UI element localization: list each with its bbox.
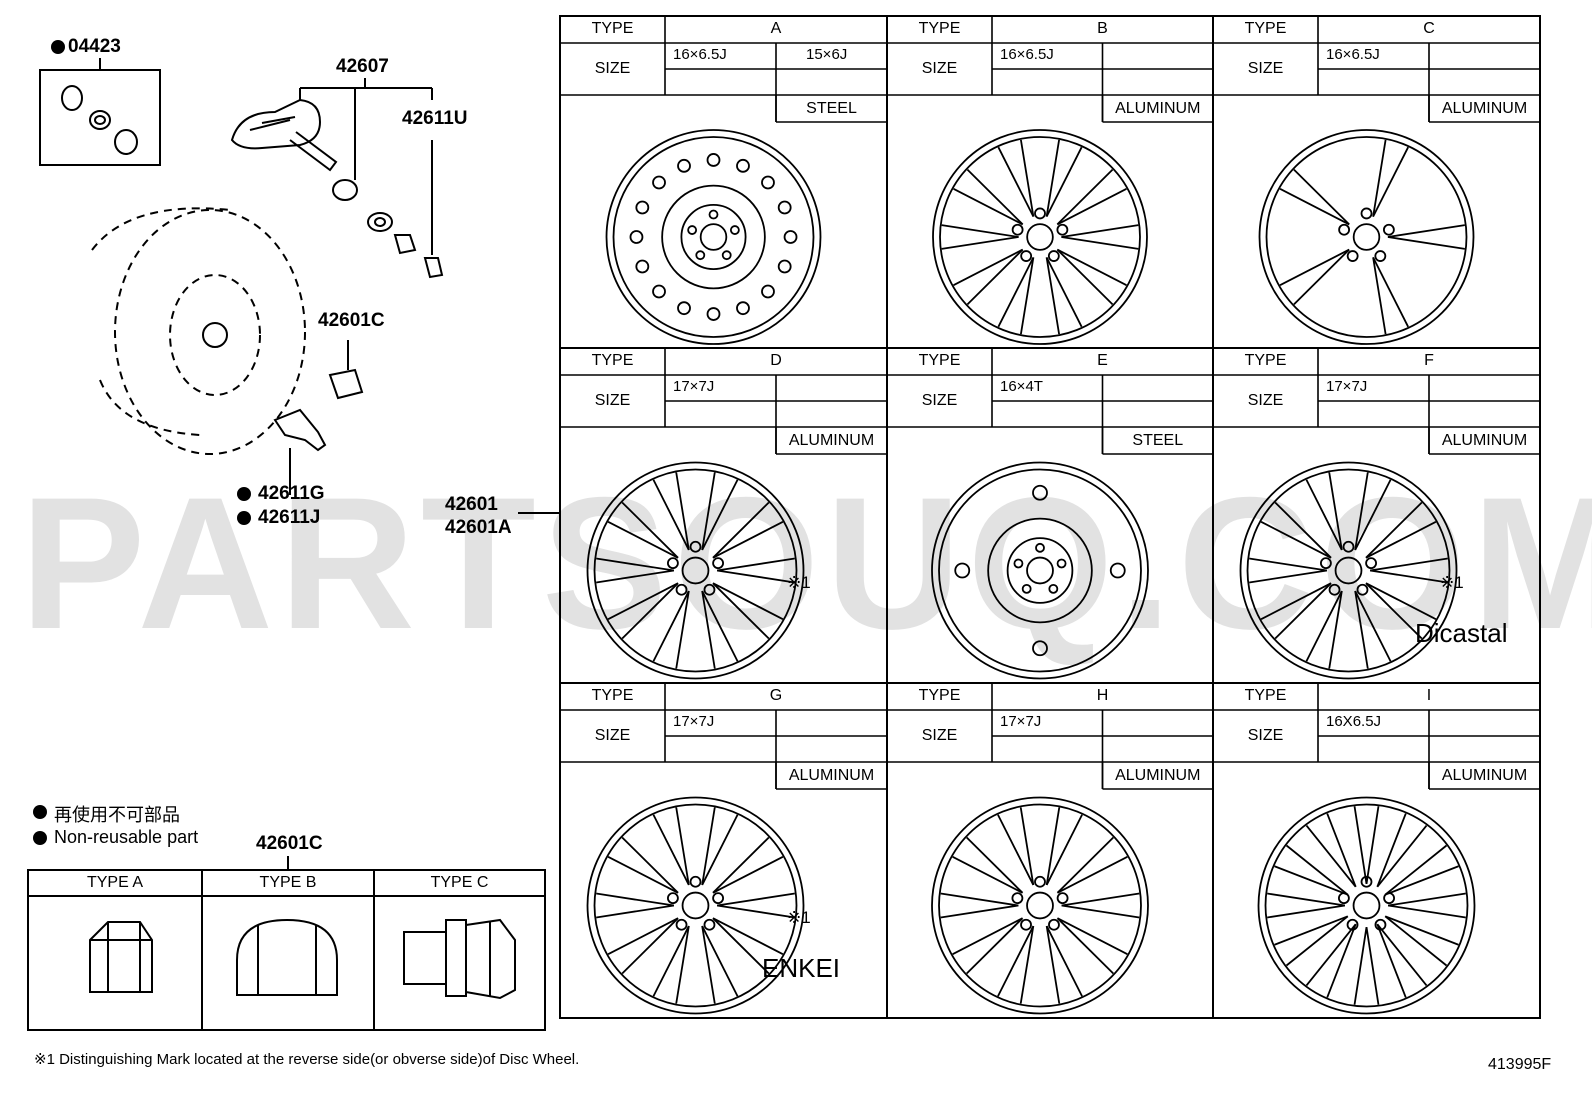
size-label-i: SIZE [1247,727,1284,744]
type-label-f: TYPE [1244,352,1287,369]
size1-a: 16×6.5J [673,46,727,63]
type-label-e: TYPE [918,352,961,369]
size2-a: 15×6J [806,46,848,63]
callout-42611j: 42611J [258,507,321,528]
brand-f: Dicastal [1415,618,1508,648]
type-label-i: TYPE [1244,687,1287,704]
callout-42601: 42601 [445,494,498,515]
type-label-g: TYPE [591,687,634,704]
size-label-e: SIZE [921,392,958,409]
size1-d: 17×7J [673,378,715,395]
type-value-i: I [1426,687,1432,704]
type-label-c: TYPE [1244,20,1287,37]
type-value-b: B [1097,20,1108,37]
mark-d: ※1 [787,573,811,592]
wheel-drawing-g [586,796,805,1015]
type-label-h: TYPE [918,687,961,704]
material-b: ALUMINUM [1115,100,1201,117]
type-label-b: TYPE [918,20,961,37]
size-label-b: SIZE [921,60,958,77]
size1-h: 17×7J [1000,713,1042,730]
callout-42601c-top: 42601C [318,310,385,331]
size-label-g: SIZE [594,727,631,744]
mark-f: ※1 [1440,573,1464,592]
type-value-c: C [1423,20,1435,37]
material-d: ALUMINUM [788,432,875,449]
wheel-drawing-e [931,461,1149,680]
watermark: PARTSOUQ.COM [20,458,1592,668]
legend-en: Non-reusable part [54,827,199,847]
type-value-f: F [1424,352,1434,369]
callout-42611u: 42611U [402,108,468,129]
type-value-a: A [770,20,782,37]
wheel-drawing-c [1258,129,1475,345]
size-label-h: SIZE [921,727,958,744]
wheel-drawing-f [1239,461,1458,680]
type-value-g: G [769,687,783,704]
size-label-a: SIZE [594,60,631,77]
type-value-h: H [1096,687,1109,704]
wheel-drawing-h [931,796,1149,1015]
nut-type-a: TYPE A [86,874,144,891]
material-a: STEEL [806,100,857,117]
callout-04423: 04423 [68,36,121,57]
wheel-drawing-d [586,461,805,680]
material-h: ALUMINUM [1115,767,1201,784]
type-label-a: TYPE [591,20,634,37]
material-i: ALUMINUM [1441,767,1528,784]
material-f: ALUMINUM [1441,432,1528,449]
nut-type-b: TYPE B [259,874,317,891]
mark-g: ※1 [787,908,811,927]
size-label-c: SIZE [1247,60,1284,77]
wheel-drawing-b [932,129,1148,345]
type-value-d: D [770,352,782,369]
material-g: ALUMINUM [788,767,875,784]
size1-f: 17×7J [1326,378,1368,395]
type-value-e: E [1097,352,1108,369]
kit-box [39,69,161,166]
wheel-drawing-i [1257,796,1476,1015]
legend-jp: 再使用不可部品 [54,805,180,825]
size1-c: 16×6.5J [1326,46,1380,63]
size1-g: 17×7J [673,713,715,730]
callout-42601a: 42601A [445,517,512,538]
type-label-d: TYPE [591,352,634,369]
wheel-drawing-a [605,129,822,345]
size-label-d: SIZE [594,392,631,409]
callout-42607: 42607 [336,56,389,77]
size1-i: 16X6.5J [1326,713,1382,730]
callout-42601c-bottom: 42601C [256,833,323,854]
size-label-f: SIZE [1247,392,1284,409]
nut-type-c: TYPE C [430,874,489,891]
material-e: STEEL [1132,432,1184,449]
callout-42611g: 42611G [258,483,325,504]
footnote: ※1 Distinguishing Mark located at the re… [34,1051,580,1068]
size1-b: 16×6.5J [1000,46,1054,63]
material-c: ALUMINUM [1441,100,1528,117]
size1-e: 16×4T [1000,378,1043,395]
diagram-code: 413995F [1488,1056,1552,1073]
